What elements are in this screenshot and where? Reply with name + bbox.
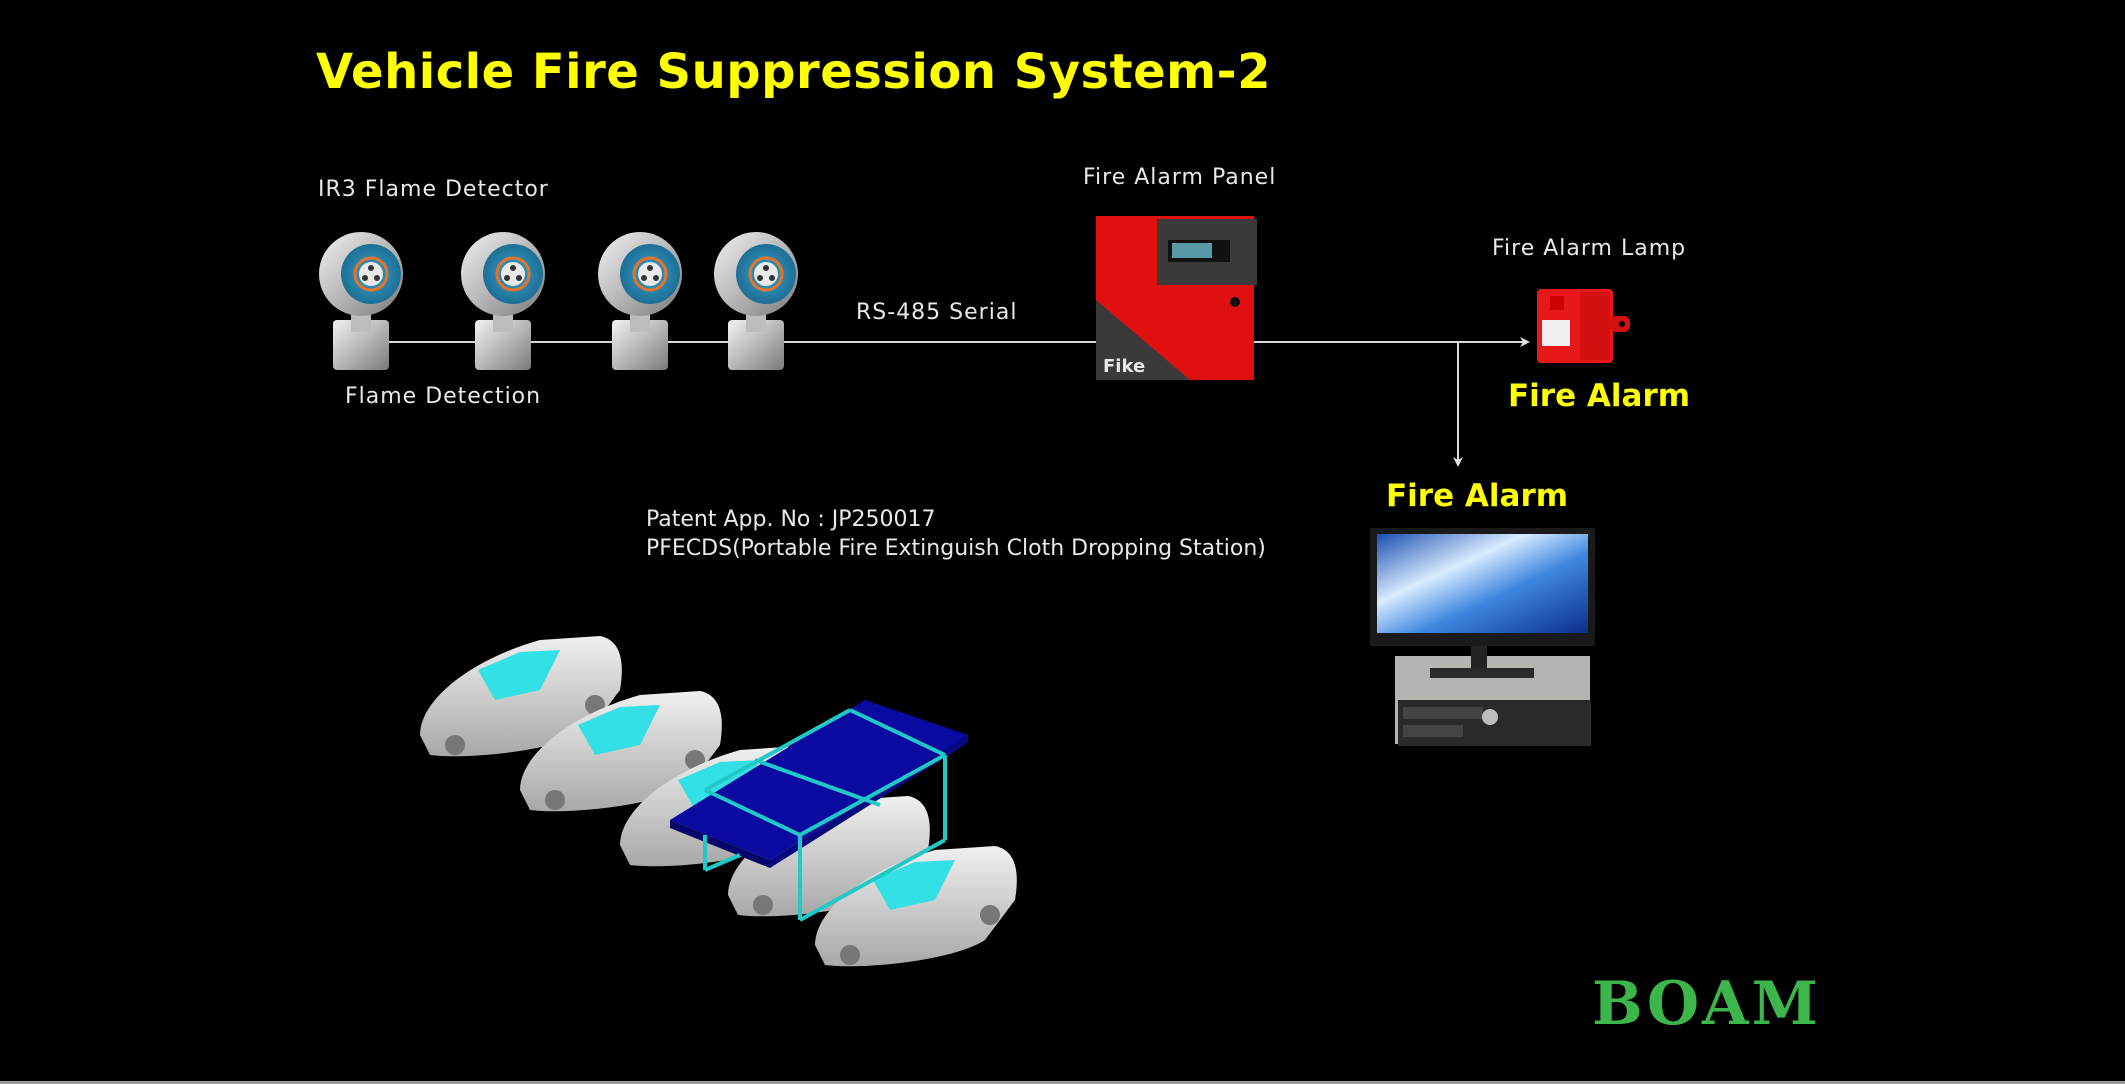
flame-detector-1 (319, 232, 403, 370)
slide-title: Vehicle Fire Suppression System-2 (316, 44, 1271, 100)
flame-detector-4 (714, 232, 798, 370)
rs485-label: RS-485 Serial (856, 300, 1018, 325)
boam-logo: BOAM (1592, 969, 1822, 1039)
lamp-alarm-text: Fire Alarm (1508, 378, 1691, 414)
panel-label: Fire Alarm Panel (1083, 165, 1277, 190)
flame-detection-label: Flame Detection (345, 384, 542, 409)
car-5 (815, 846, 1017, 967)
station-frame (703, 708, 947, 922)
flame-detector-2 (461, 232, 545, 370)
monitor-alarm-text: Fire Alarm (1386, 478, 1569, 514)
extinguish-cloth (670, 700, 968, 860)
monitor-computer (1370, 528, 1595, 746)
detector-label: IR3 Flame Detector (318, 177, 549, 202)
fire-alarm-lamp (1537, 289, 1630, 363)
lamp-label: Fire Alarm Lamp (1492, 236, 1687, 261)
pfecds-description: PFECDS(Portable Fire Extinguish Cloth Dr… (646, 536, 1266, 561)
panel-brand-label: Fike (1103, 356, 1145, 377)
slide-bottom-border (0, 1081, 2125, 1084)
flame-detector-3 (598, 232, 682, 370)
fire-alarm-panel: Fike (1096, 216, 1257, 380)
patent-number: Patent App. No : JP250017 (646, 507, 936, 532)
pfecds-vehicle-illustration (420, 636, 1017, 967)
